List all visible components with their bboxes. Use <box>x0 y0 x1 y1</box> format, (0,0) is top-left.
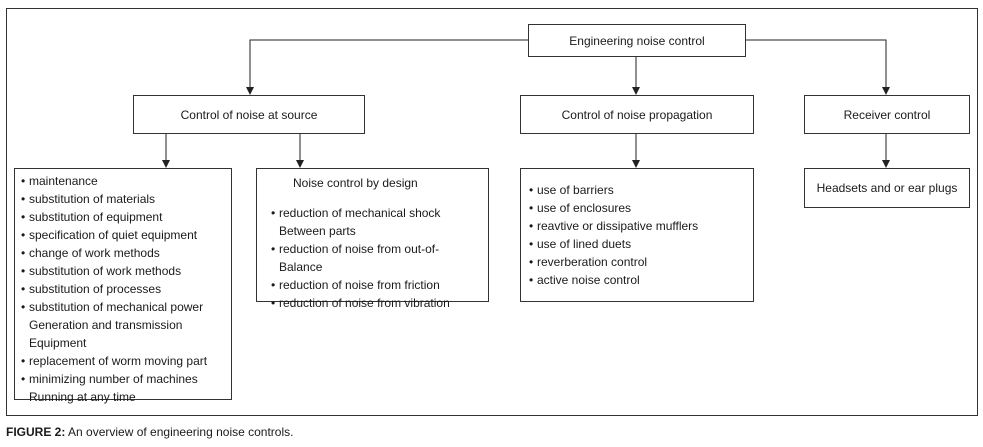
figure-frame <box>6 8 978 416</box>
design-title: Noise control by design <box>293 176 418 190</box>
propagation-methods-list: use of barriers use of enclosures reavti… <box>529 181 745 289</box>
root-node: Engineering noise control <box>528 24 746 57</box>
caption-text: An overview of engineering noise control… <box>65 425 294 439</box>
design-box: Noise control by design reduction of mec… <box>256 168 489 312</box>
list-item: minimizing number of machines Running at… <box>21 370 225 406</box>
propagation-control-node: Control of noise propagation <box>520 95 754 134</box>
list-item: change of work methods <box>21 244 225 262</box>
list-item: substitution of equipment <box>21 208 225 226</box>
list-item: substitution of processes <box>21 280 225 298</box>
propagation-control-label: Control of noise propagation <box>561 107 713 122</box>
figure-caption: FIGURE 2: An overview of engineering noi… <box>6 424 293 440</box>
source-control-label: Control of noise at source <box>180 107 318 122</box>
root-to-source-arrow <box>246 39 528 95</box>
source-methods-list: maintenance substitution of materials su… <box>21 172 225 406</box>
list-item: reduction of noise from vibration <box>271 294 480 312</box>
receiver-control-node: Receiver control <box>804 95 970 134</box>
design-list: reduction of mechanical shock Between pa… <box>271 204 480 312</box>
list-item: active noise control <box>529 271 745 289</box>
receiver-methods-label: Headsets and or ear plugs <box>816 181 958 195</box>
list-item: substitution of mechanical power Generat… <box>21 298 225 352</box>
source-control-node: Control of noise at source <box>133 95 365 134</box>
list-item: reverberation control <box>529 253 745 271</box>
list-item: substitution of materials <box>21 190 225 208</box>
propagation-methods-box: use of barriers use of enclosures reavti… <box>520 168 754 302</box>
root-to-receiver-arrow <box>746 39 890 95</box>
list-item: replacement of worm moving part <box>21 352 225 370</box>
list-item: use of enclosures <box>529 199 745 217</box>
list-item: maintenance <box>21 172 225 190</box>
list-item: reduction of noise from out-of- Balance <box>271 240 480 276</box>
caption-prefix: FIGURE 2: <box>6 425 66 439</box>
list-item: use of barriers <box>529 181 745 199</box>
list-item: substitution of work methods <box>21 262 225 280</box>
root-label: Engineering noise control <box>569 33 705 48</box>
list-item: specification of quiet equipment <box>21 226 225 244</box>
source-methods-box: maintenance substitution of materials su… <box>14 168 232 404</box>
list-item: reavtive or dissipative mufflers <box>529 217 745 235</box>
receiver-control-label: Receiver control <box>843 107 931 122</box>
receiver-methods-box: Headsets and or ear plugs <box>804 168 970 208</box>
list-item: reduction of noise from friction <box>271 276 480 294</box>
list-item: reduction of mechanical shock Between pa… <box>271 204 480 240</box>
list-item: use of lined duets <box>529 235 745 253</box>
